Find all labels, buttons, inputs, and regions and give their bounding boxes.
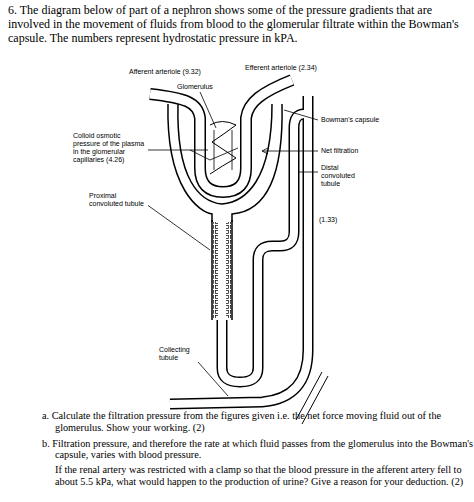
tube-wall xyxy=(222,114,304,382)
loop-and-distal-tubule xyxy=(222,114,304,382)
question-part: a. Calculate the filtration pressure fro… xyxy=(42,410,474,434)
proximal-tubule xyxy=(212,220,232,320)
glomerulus xyxy=(150,80,292,192)
pressure-value: (1.33) xyxy=(318,216,338,224)
leader-line xyxy=(284,110,318,120)
bowmans-capsule xyxy=(168,104,282,222)
net-filtration-arrow xyxy=(262,151,318,152)
leader-lines xyxy=(146,92,318,396)
part-label: Colloid osmotic pressure of the plasma i… xyxy=(72,132,148,164)
brush-border xyxy=(226,222,231,318)
part-label: Net filtration xyxy=(320,147,359,155)
brush-border xyxy=(213,222,218,318)
vessel-lumen xyxy=(150,80,292,192)
capillary-knot xyxy=(214,130,232,170)
leader-line xyxy=(299,172,318,173)
part-label: Efferent arteriole (2.34) xyxy=(244,64,318,72)
leader-line xyxy=(198,362,228,396)
question-part: b. Filtration pressure, and therefore th… xyxy=(42,438,474,462)
leader-line xyxy=(200,92,216,128)
part-label: Proximal convoluted tubule xyxy=(88,192,148,208)
tube-lumen xyxy=(212,220,232,320)
capsule-outer-wall xyxy=(232,104,282,222)
part-label: Bowman's capsule xyxy=(320,116,380,124)
question-part: If the renal artery was restricted with … xyxy=(55,464,468,488)
part-label: Collecting tubule xyxy=(158,346,204,362)
capillary-knot xyxy=(210,122,236,175)
leader-line xyxy=(148,150,208,151)
question-text: 6. The diagram below of part of a nephro… xyxy=(8,3,466,45)
tube-wall xyxy=(211,220,213,320)
part-label: Distal convoluted tubule xyxy=(320,164,372,188)
arrowhead xyxy=(262,148,268,154)
tube-lumen xyxy=(222,114,304,382)
leader-line xyxy=(146,204,210,250)
part-label: Glomerulus xyxy=(176,83,214,91)
vessel-wall xyxy=(150,80,292,192)
tube-wall xyxy=(231,220,233,320)
part-label: Afferent arteriole (9.32) xyxy=(128,68,202,76)
